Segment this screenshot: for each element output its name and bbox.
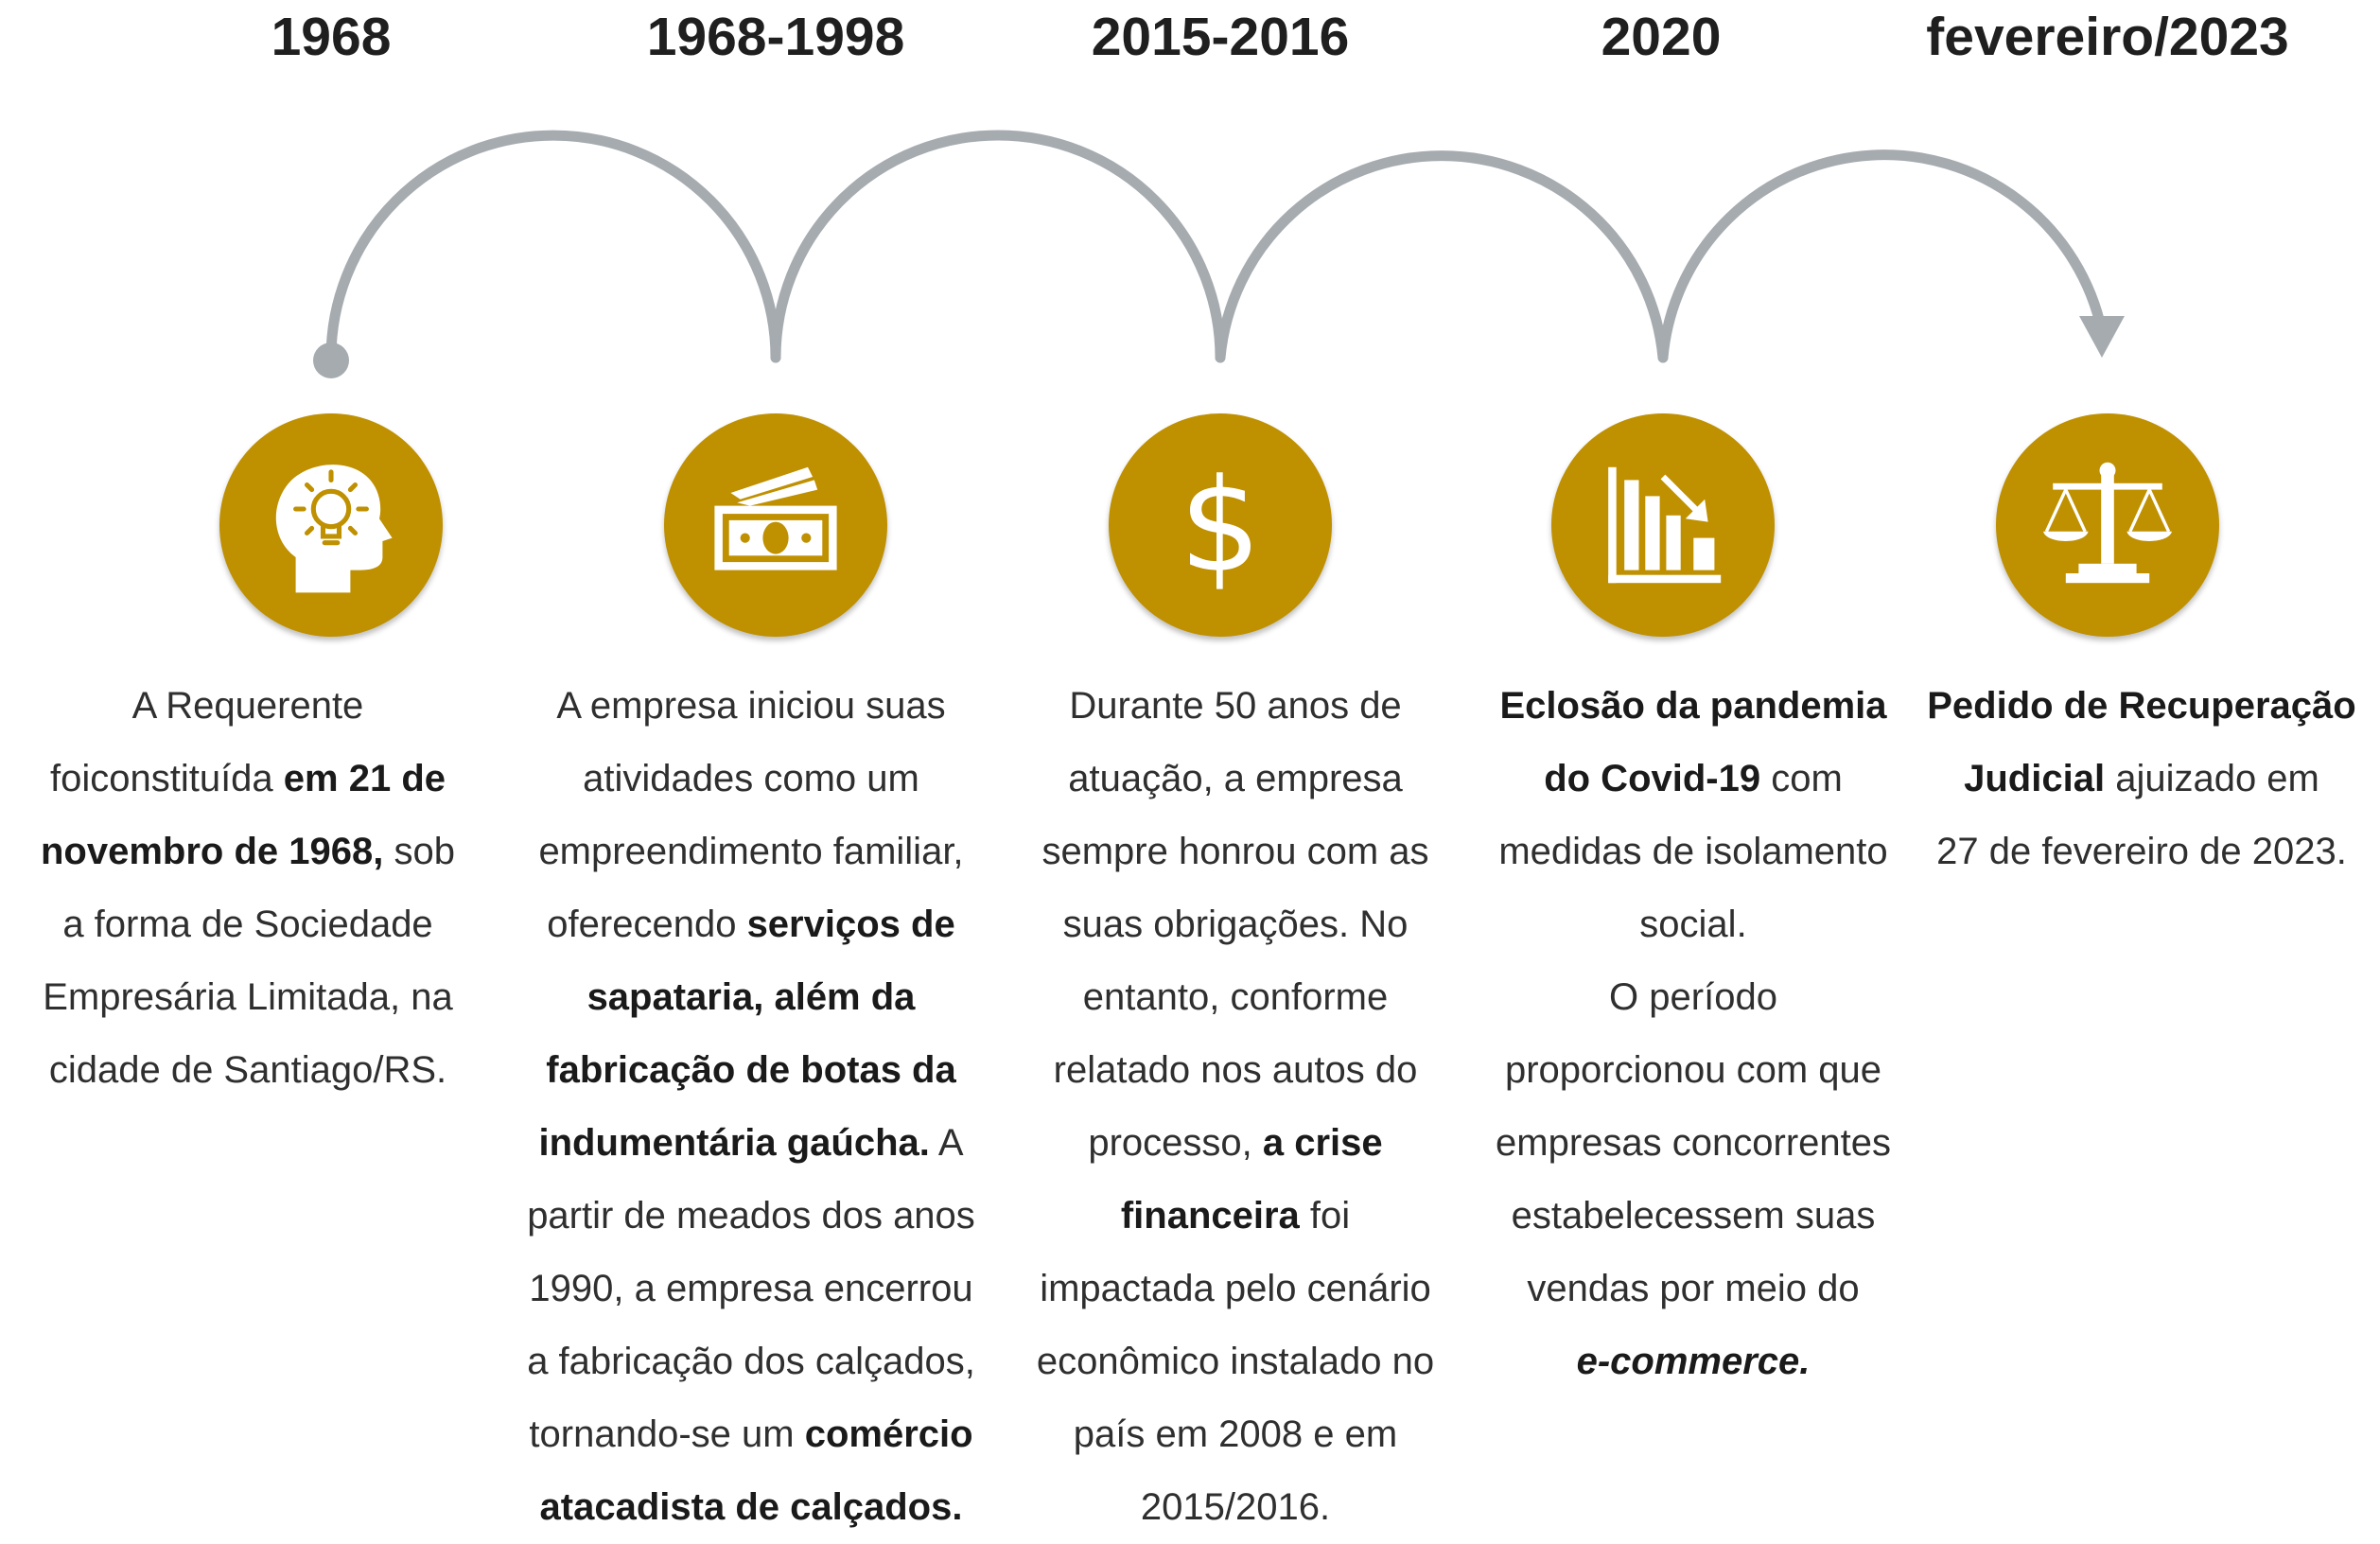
head-lightbulb-icon (275, 465, 393, 593)
text-run: suas obrigações. No (1062, 904, 1409, 945)
text-run: A empresa iniciou suas (556, 685, 946, 727)
text-run: tornando-se um (529, 1413, 805, 1455)
milestone-icon-5 (1996, 413, 2219, 637)
text-run: cidade de Santiago/RS. (48, 1049, 447, 1091)
text-run: atacadista de calçados. (539, 1486, 963, 1528)
milestone-icon-1 (219, 413, 443, 637)
text-run: serviços de (746, 904, 955, 945)
text-run: empresas concorrentes (1496, 1122, 1891, 1164)
declining-chart-icon (1608, 466, 1722, 584)
text-run: Judicial (1964, 758, 2106, 799)
text-run: indumentária gaúcha. (538, 1122, 930, 1164)
text-run: O período (1609, 976, 1777, 1018)
text-run: Empresária Limitada, na (43, 976, 453, 1018)
text-run: sapataria, além da (586, 976, 916, 1018)
text-run: em 21 de (283, 758, 446, 799)
text-run: a forma de Sociedade (62, 904, 433, 945)
text-run: 27 de fevereiro de 2023. (1936, 831, 2347, 872)
text-run: econômico instalado no (1036, 1341, 1435, 1382)
text-run: 1990, a empresa encerrou (529, 1268, 973, 1309)
text-run: foi (1299, 1195, 1351, 1237)
text-run: do Covid-19 (1544, 758, 1761, 799)
text-run: empreendimento familiar, (538, 831, 964, 872)
text-run: entanto, conforme (1082, 976, 1389, 1018)
text-run: relatado nos autos do (1053, 1049, 1418, 1091)
connector-arc-3 (1215, 150, 1669, 363)
text-run: 2015/2016. (1140, 1486, 1331, 1528)
text-run: social. (1639, 904, 1747, 945)
year-label-2015-2016: 2015-2016 (1091, 7, 1350, 67)
text-run: atividades como um (583, 758, 919, 799)
text-run: ajuizado em (2105, 758, 2319, 799)
text-run: sempre honrou com as (1041, 831, 1429, 872)
scales-of-justice-icon (2043, 462, 2172, 584)
text-run: comércio (804, 1413, 973, 1455)
timeline-start-dot (313, 342, 349, 378)
text-run: vendas por meio do (1527, 1268, 1860, 1309)
text-run: financeira (1120, 1195, 1300, 1237)
connector-arc-2 (770, 130, 1226, 363)
text-run: a crise (1262, 1122, 1383, 1164)
text-run: novembro de 1968, (41, 831, 384, 872)
svg-text:$: $ (1180, 452, 1262, 602)
text-run: proporcionou com que (1504, 1049, 1882, 1091)
milestone-description-2: A empresa iniciou suas atividades como um… (510, 670, 992, 1544)
text-run: processo, (1088, 1122, 1263, 1164)
text-run: com (1760, 758, 1843, 799)
text-run: e-commerce. (1576, 1341, 1811, 1382)
dollar-sign-icon: $ (1180, 452, 1262, 602)
text-run: Pedido de Recuperação (1927, 685, 2356, 727)
text-run: Durante 50 anos de (1069, 685, 1402, 727)
milestone-description-4: Eclosão da pandemia do Covid-19 com medida… (1471, 670, 1916, 1398)
text-run: fabricação de botas da (546, 1049, 956, 1091)
year-label-1968-1998: 1968-1998 (646, 7, 905, 67)
text-run: sob (383, 831, 455, 872)
connector-arc-4 (1657, 149, 2108, 363)
connector-arc-1 (325, 130, 781, 363)
year-label-2020: 2020 (1601, 7, 1722, 67)
text-run: a fabricação dos calçados, (527, 1341, 975, 1382)
text-run: impactada pelo cenário (1040, 1268, 1431, 1309)
text-run: constituída (90, 758, 284, 799)
text-run: partir de meados dos anos (527, 1195, 975, 1237)
text-run: país em 2008 e em (1073, 1413, 1398, 1455)
text-run: estabelecessem suas (1511, 1195, 1876, 1237)
money-bills-icon (714, 466, 837, 570)
milestone-icon-2 (664, 413, 887, 637)
text-run: medidas de isolamento (1498, 831, 1888, 872)
milestone-description-1: A Requerente foiconstituída em 21 de nove… (16, 670, 480, 1107)
text-run: oferecendo (547, 904, 747, 945)
text-run: Eclosão da pandemia (1499, 685, 1887, 727)
text-run: A Requerente foi (49, 685, 364, 799)
milestone-icon-3: $ (1109, 413, 1332, 637)
year-label-1968: 1968 (271, 7, 392, 67)
timeline-connector (313, 130, 2125, 378)
milestone-icon-4 (1551, 413, 1775, 637)
timeline-arrowhead-icon (2079, 316, 2125, 358)
milestone-description-3: Durante 50 anos de atuação, a empresa semp… (1013, 670, 1458, 1544)
text-run: atuação, a empresa (1068, 758, 1403, 799)
year-label-2023: fevereiro/2023 (1926, 7, 2289, 67)
text-run: A (929, 1122, 964, 1164)
